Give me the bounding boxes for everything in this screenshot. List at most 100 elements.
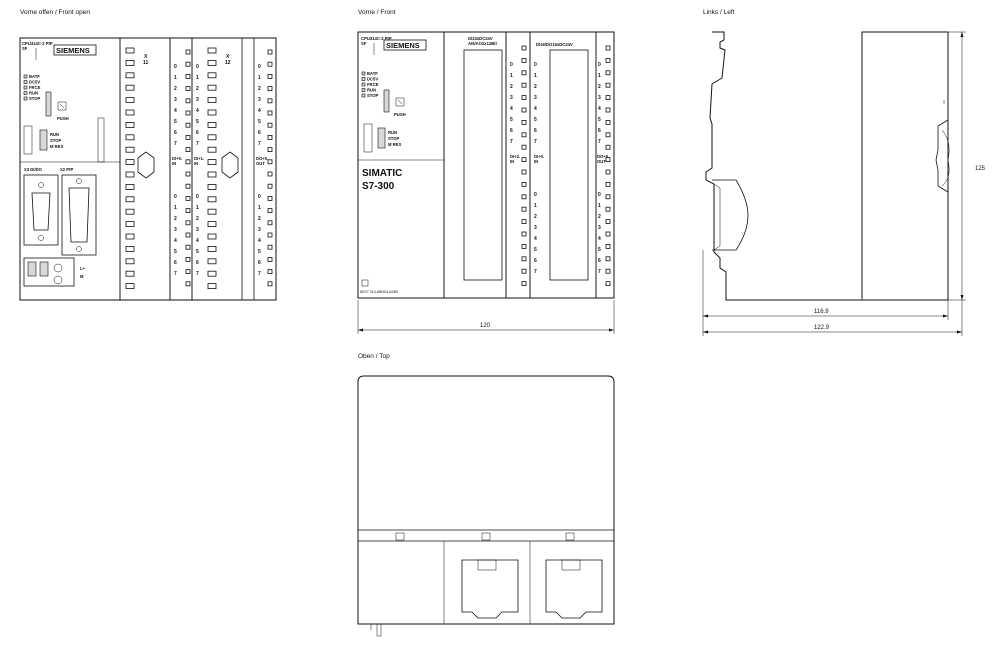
front-open-io-b-digit: 6 xyxy=(196,130,199,136)
front-io-c-digit: 0 xyxy=(598,62,601,68)
status-led xyxy=(361,82,366,87)
front-open-x12: X xyxy=(226,54,230,60)
status-led xyxy=(361,77,366,81)
front-open-io-e-digit: 2 xyxy=(196,216,199,222)
io-led xyxy=(605,95,611,100)
front-module-2 xyxy=(529,31,597,299)
front-open-io-e-digit: 0 xyxy=(196,194,199,200)
io-module-frame xyxy=(253,37,277,301)
front-open-io-a-digit: 7 xyxy=(174,141,177,147)
front-io-c-digit: 2 xyxy=(598,84,601,90)
io-led xyxy=(185,110,191,116)
svg-text:11: 11 xyxy=(143,60,149,66)
status-led-label: DC5V xyxy=(367,77,378,82)
front-io-d-digit: 0 xyxy=(534,192,537,198)
terminal xyxy=(207,47,217,54)
top-view xyxy=(357,375,615,637)
io-led xyxy=(267,61,273,67)
mode-label: STOP xyxy=(50,138,62,143)
io-led xyxy=(185,98,191,104)
front-open-io-d-digit: 5 xyxy=(174,249,177,255)
status-led xyxy=(23,96,28,101)
front-open-di-in-label: DI+0. xyxy=(172,156,182,161)
terminal xyxy=(207,233,217,240)
io-module-frame xyxy=(191,37,243,301)
io-led xyxy=(185,244,191,250)
front-mode-switch xyxy=(377,127,386,149)
terminal xyxy=(125,171,135,178)
front-open-mmc-slot xyxy=(45,91,52,117)
front-io-a-digit: 4 xyxy=(510,106,513,112)
terminal xyxy=(125,60,135,66)
left-view: 125 116.9 122.9 xyxy=(702,31,986,336)
title-top: Oben / Top xyxy=(358,353,390,360)
status-led-label: FRCE xyxy=(29,85,41,90)
front-open-io-b-digit: 2 xyxy=(196,86,199,92)
terminal xyxy=(125,208,135,215)
front-cpu-sub: SF xyxy=(361,41,367,46)
io-led xyxy=(605,70,611,76)
terminal xyxy=(125,109,135,116)
io-led xyxy=(521,219,527,225)
front-open-do-out-label: DO+0. xyxy=(256,156,268,161)
terminal xyxy=(125,84,135,91)
front-open-io-c-digit: 5 xyxy=(258,119,261,125)
front-open-io-a-digit: 3 xyxy=(174,97,177,103)
io-led xyxy=(521,157,527,163)
front-push: PUSH xyxy=(394,112,406,117)
front-io-a-digit: 0 xyxy=(510,62,513,68)
status-led-label: BATF xyxy=(367,71,378,76)
terminal xyxy=(207,270,217,277)
terminal xyxy=(207,258,217,265)
io-led xyxy=(521,231,527,237)
front-open-di-in-label: IN xyxy=(172,161,176,166)
io-led xyxy=(521,120,527,125)
terminal xyxy=(207,221,217,228)
terminal xyxy=(125,283,135,290)
left-dim-b: 122.9 xyxy=(814,325,830,331)
front-io-c-digit: 1 xyxy=(598,73,601,79)
front-open-cpu-label: CPU314C-2 PtP xyxy=(22,41,53,46)
io-led xyxy=(185,122,191,128)
front-io-e-digit: 7 xyxy=(598,269,601,275)
front-brand-box xyxy=(383,39,427,51)
status-led-label: RUN xyxy=(29,91,38,96)
front-cpu-label: CPU314C-2 PtP xyxy=(361,36,392,41)
front-qr xyxy=(361,279,369,287)
terminal xyxy=(207,171,217,178)
status-led xyxy=(361,93,366,98)
io-led xyxy=(605,281,611,287)
title-front-open: Vorne offen / Front open xyxy=(20,9,90,16)
io-led xyxy=(185,159,191,165)
io-led xyxy=(267,98,273,104)
front-io-d-digit: 6 xyxy=(534,258,537,264)
front-open-io-f-digit: 7 xyxy=(258,271,261,277)
status-led-label: STOP xyxy=(367,93,379,98)
io-led xyxy=(267,195,273,201)
front-open-io-f-digit: 5 xyxy=(258,249,261,255)
front-io-blocks: 0123456701234567012345670123456701234567… xyxy=(505,31,615,299)
front-open-io-b-digit: 3 xyxy=(196,97,199,103)
front-io-d-digit: 2 xyxy=(534,214,537,220)
status-led-label: DC5V xyxy=(29,80,40,85)
front-outline xyxy=(357,31,615,299)
front-io-c-digit: 4 xyxy=(598,106,601,112)
status-led-label: RUN xyxy=(367,88,376,93)
title-left: Links / Left xyxy=(703,9,735,16)
front-io-c-digit: 7 xyxy=(598,139,601,145)
io-led xyxy=(185,208,191,214)
io-led xyxy=(605,132,611,138)
front-open-io-e-digit: 3 xyxy=(196,227,199,233)
terminal xyxy=(125,134,135,141)
left-profile xyxy=(705,31,949,301)
front-di-in-label: IN xyxy=(510,159,514,164)
io-led xyxy=(605,107,611,113)
front-io-e-digit: 0 xyxy=(598,192,601,198)
status-led xyxy=(23,74,28,79)
front-io-c-digit: 3 xyxy=(598,95,601,101)
front-do-out-label: DO+0. xyxy=(597,154,609,159)
io-led xyxy=(267,269,273,275)
top-connector-1 xyxy=(461,559,519,619)
